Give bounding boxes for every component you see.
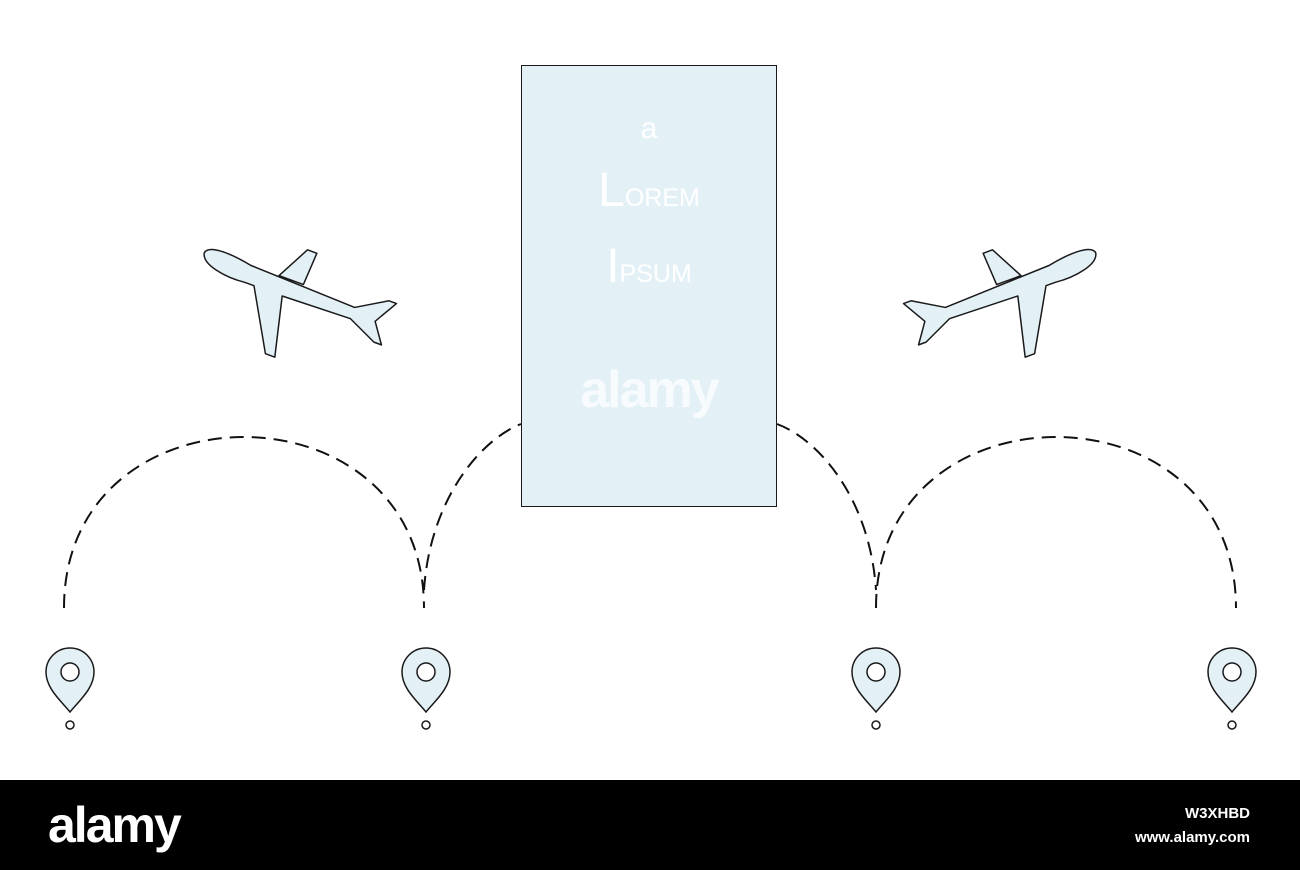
stock-footer-bar: alamy W3XHBD www.alamy.com <box>0 780 1300 870</box>
airplane-icon <box>902 248 1097 358</box>
text-card: a Lorem Ipsum alamy <box>521 65 777 507</box>
route-arc-2 <box>423 423 522 591</box>
airplane-icon <box>203 248 398 358</box>
location-pin-icon <box>851 647 901 730</box>
canvas: a Lorem Ipsum alamy <box>45 65 1257 730</box>
card-title-line-2-initial: I <box>606 240 620 293</box>
card-watermark: alamy <box>580 361 719 419</box>
footer-image-id: W3XHBD <box>1184 805 1250 822</box>
route-arc-3 <box>776 423 877 591</box>
card-title-line-1-initial: L <box>598 164 625 217</box>
footer-url: www.alamy.com <box>1134 829 1250 846</box>
card-title-line-1-rest: orem <box>624 175 700 214</box>
route-paths <box>63 423 1237 609</box>
card-title-line-2: Ipsum <box>522 242 776 296</box>
footer-logo: alamy <box>48 797 182 853</box>
route-arc-1 <box>63 436 425 609</box>
route-diagram <box>45 248 1257 730</box>
card-title-line-2-rest: psum <box>619 251 692 290</box>
location-pin-icon <box>401 647 451 730</box>
location-pin-icon <box>45 647 95 730</box>
route-arc-4 <box>875 436 1237 609</box>
card-small-text: a <box>640 112 658 145</box>
card-title-line-1: Lorem <box>522 166 776 220</box>
location-pin-icon <box>1207 647 1257 730</box>
